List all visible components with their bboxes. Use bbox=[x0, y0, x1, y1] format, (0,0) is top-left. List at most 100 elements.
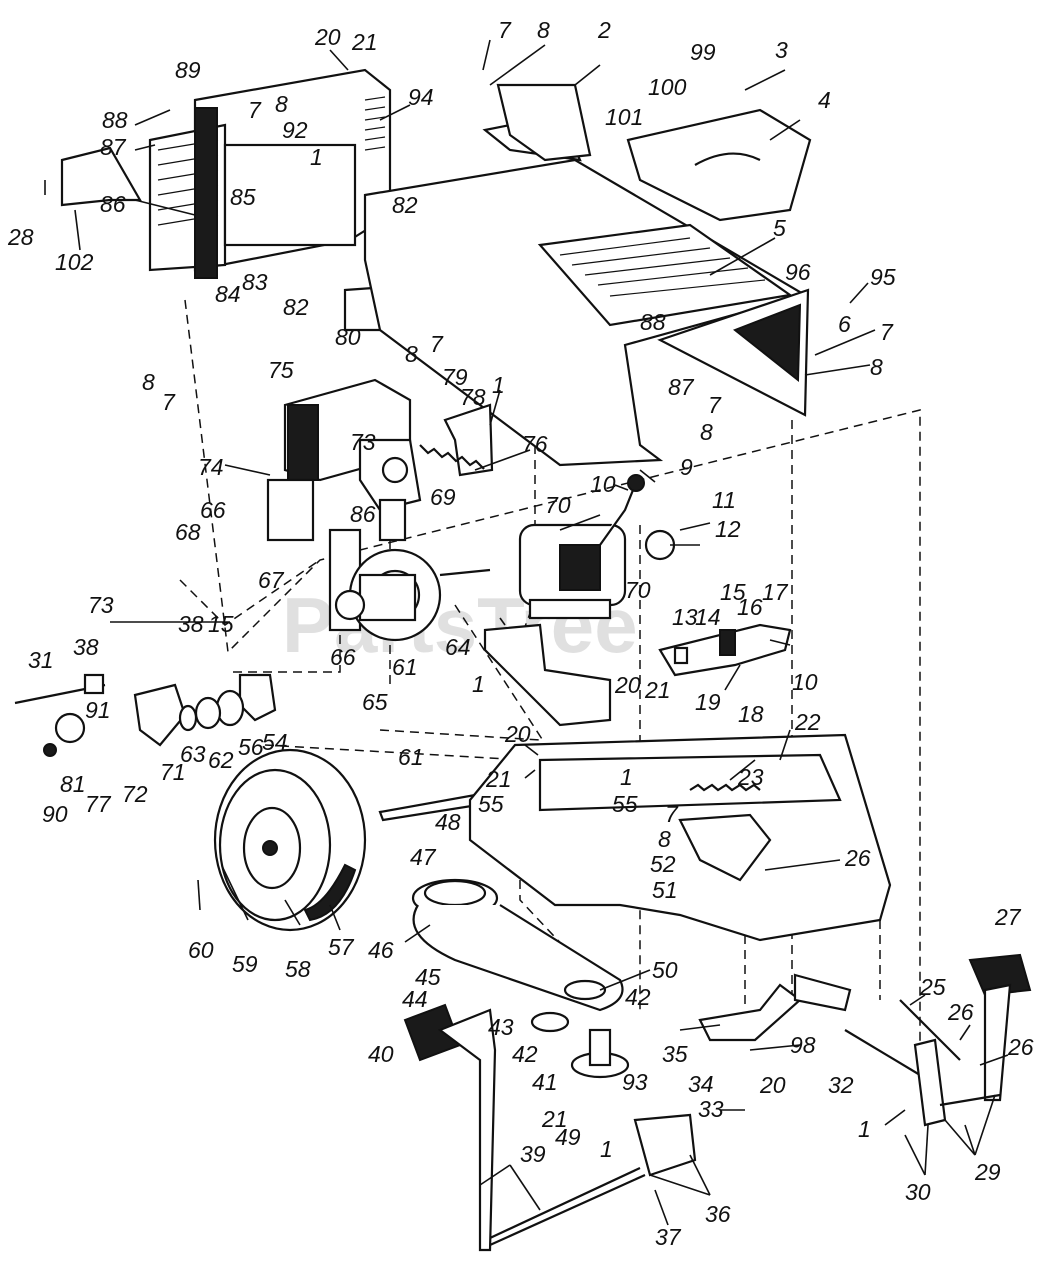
callout-72: 72 bbox=[122, 781, 148, 807]
callout-8: 8 bbox=[870, 354, 883, 380]
callout-30: 30 bbox=[905, 1179, 931, 1205]
side-panel bbox=[657, 288, 810, 417]
callout-26: 26 bbox=[844, 845, 871, 871]
callout-56: 56 bbox=[238, 734, 264, 760]
callout-1: 1 bbox=[310, 144, 323, 170]
axle-hardware bbox=[14, 673, 277, 757]
callout-1: 1 bbox=[620, 764, 633, 790]
callout-84: 84 bbox=[215, 281, 241, 307]
callout-25: 25 bbox=[919, 974, 946, 1000]
callout-60: 60 bbox=[188, 937, 214, 963]
callout-32: 32 bbox=[828, 1072, 854, 1098]
callout-70: 70 bbox=[545, 492, 571, 518]
control-plate bbox=[626, 108, 812, 222]
sprocket-assembly bbox=[328, 528, 491, 642]
callout-21: 21 bbox=[644, 677, 671, 703]
callout-85: 85 bbox=[230, 184, 256, 210]
callout-47: 47 bbox=[410, 844, 437, 870]
callout-46: 46 bbox=[368, 937, 394, 963]
callout-100: 100 bbox=[648, 74, 687, 100]
callout-82: 82 bbox=[392, 192, 418, 218]
clutch-mechanism bbox=[358, 438, 422, 542]
callout-64: 64 bbox=[445, 634, 471, 660]
callout-67: 67 bbox=[258, 567, 285, 593]
spring-76 bbox=[419, 444, 485, 470]
callout-94: 94 bbox=[408, 84, 434, 110]
callout-59: 59 bbox=[232, 951, 258, 977]
callout-7: 7 bbox=[498, 17, 512, 43]
callout-17: 17 bbox=[762, 579, 789, 605]
callout-50: 50 bbox=[652, 957, 678, 983]
callout-43: 43 bbox=[488, 1014, 514, 1040]
callout-1: 1 bbox=[858, 1116, 871, 1142]
callout-76: 76 bbox=[522, 431, 548, 457]
callout-66: 66 bbox=[200, 497, 226, 523]
callout-20: 20 bbox=[314, 24, 341, 50]
callout-63: 63 bbox=[180, 741, 206, 767]
idler-pulleys bbox=[530, 979, 630, 1079]
callout-99: 99 bbox=[690, 39, 716, 65]
callout-8: 8 bbox=[700, 419, 713, 445]
callout-45: 45 bbox=[415, 964, 441, 990]
callout-labels: 20 21 89 94 88 87 7 8 92 1 28 86 85 102 … bbox=[7, 17, 1034, 1250]
bracket-36 bbox=[633, 1113, 697, 1177]
callout-48: 48 bbox=[435, 809, 461, 835]
callout-19: 19 bbox=[695, 689, 721, 715]
callout-98: 98 bbox=[790, 1032, 816, 1058]
bracket-78 bbox=[443, 403, 494, 477]
callout-10: 10 bbox=[590, 471, 616, 497]
callout-66: 66 bbox=[330, 644, 356, 670]
callout-28: 28 bbox=[7, 224, 34, 250]
callout-83: 83 bbox=[242, 269, 268, 295]
callout-52: 52 bbox=[650, 851, 676, 877]
callout-92: 92 bbox=[282, 117, 308, 143]
brake-pedal bbox=[403, 1003, 497, 1252]
callout-8: 8 bbox=[142, 369, 155, 395]
callout-1: 1 bbox=[600, 1136, 613, 1162]
callout-86: 86 bbox=[350, 501, 376, 527]
callout-7: 7 bbox=[430, 331, 444, 357]
callout-87: 87 bbox=[100, 134, 127, 160]
callout-13: 13 bbox=[672, 604, 698, 630]
chassis-frame bbox=[468, 733, 892, 942]
leader-lines bbox=[44, 39, 1009, 1226]
callout-82: 82 bbox=[283, 294, 309, 320]
callout-5: 5 bbox=[773, 215, 786, 241]
callout-80: 80 bbox=[335, 324, 361, 350]
callout-21: 21 bbox=[485, 766, 512, 792]
callout-42: 42 bbox=[625, 984, 651, 1010]
callout-78: 78 bbox=[460, 384, 486, 410]
callout-88: 88 bbox=[640, 309, 666, 335]
callout-70: 70 bbox=[625, 577, 651, 603]
callout-61: 61 bbox=[398, 744, 424, 770]
axle-rod bbox=[378, 793, 480, 822]
callout-27: 27 bbox=[994, 904, 1022, 930]
callout-15: 15 bbox=[720, 579, 746, 605]
callout-7: 7 bbox=[248, 97, 262, 123]
callout-90: 90 bbox=[42, 801, 68, 827]
callout-18: 18 bbox=[738, 701, 764, 727]
callout-8: 8 bbox=[537, 17, 550, 43]
callout-57: 57 bbox=[328, 934, 355, 960]
callout-73: 73 bbox=[350, 429, 376, 455]
callout-3: 3 bbox=[775, 37, 788, 63]
callout-69: 69 bbox=[430, 484, 456, 510]
callout-7: 7 bbox=[880, 319, 894, 345]
callout-49: 49 bbox=[555, 1124, 581, 1150]
callout-7: 7 bbox=[162, 389, 176, 415]
callout-54: 54 bbox=[262, 729, 288, 755]
callout-38: 38 bbox=[178, 611, 204, 637]
callout-34: 34 bbox=[688, 1071, 714, 1097]
callout-23: 23 bbox=[737, 764, 764, 790]
callout-75: 75 bbox=[268, 357, 294, 383]
callout-89: 89 bbox=[175, 57, 201, 83]
callout-96: 96 bbox=[785, 259, 811, 285]
callout-38: 38 bbox=[73, 634, 99, 660]
callout-4: 4 bbox=[818, 87, 831, 113]
callout-65: 65 bbox=[362, 689, 388, 715]
callout-21: 21 bbox=[351, 29, 378, 55]
pedal-rod bbox=[489, 1167, 646, 1247]
callout-79: 79 bbox=[442, 364, 468, 390]
callout-1: 1 bbox=[492, 372, 505, 398]
